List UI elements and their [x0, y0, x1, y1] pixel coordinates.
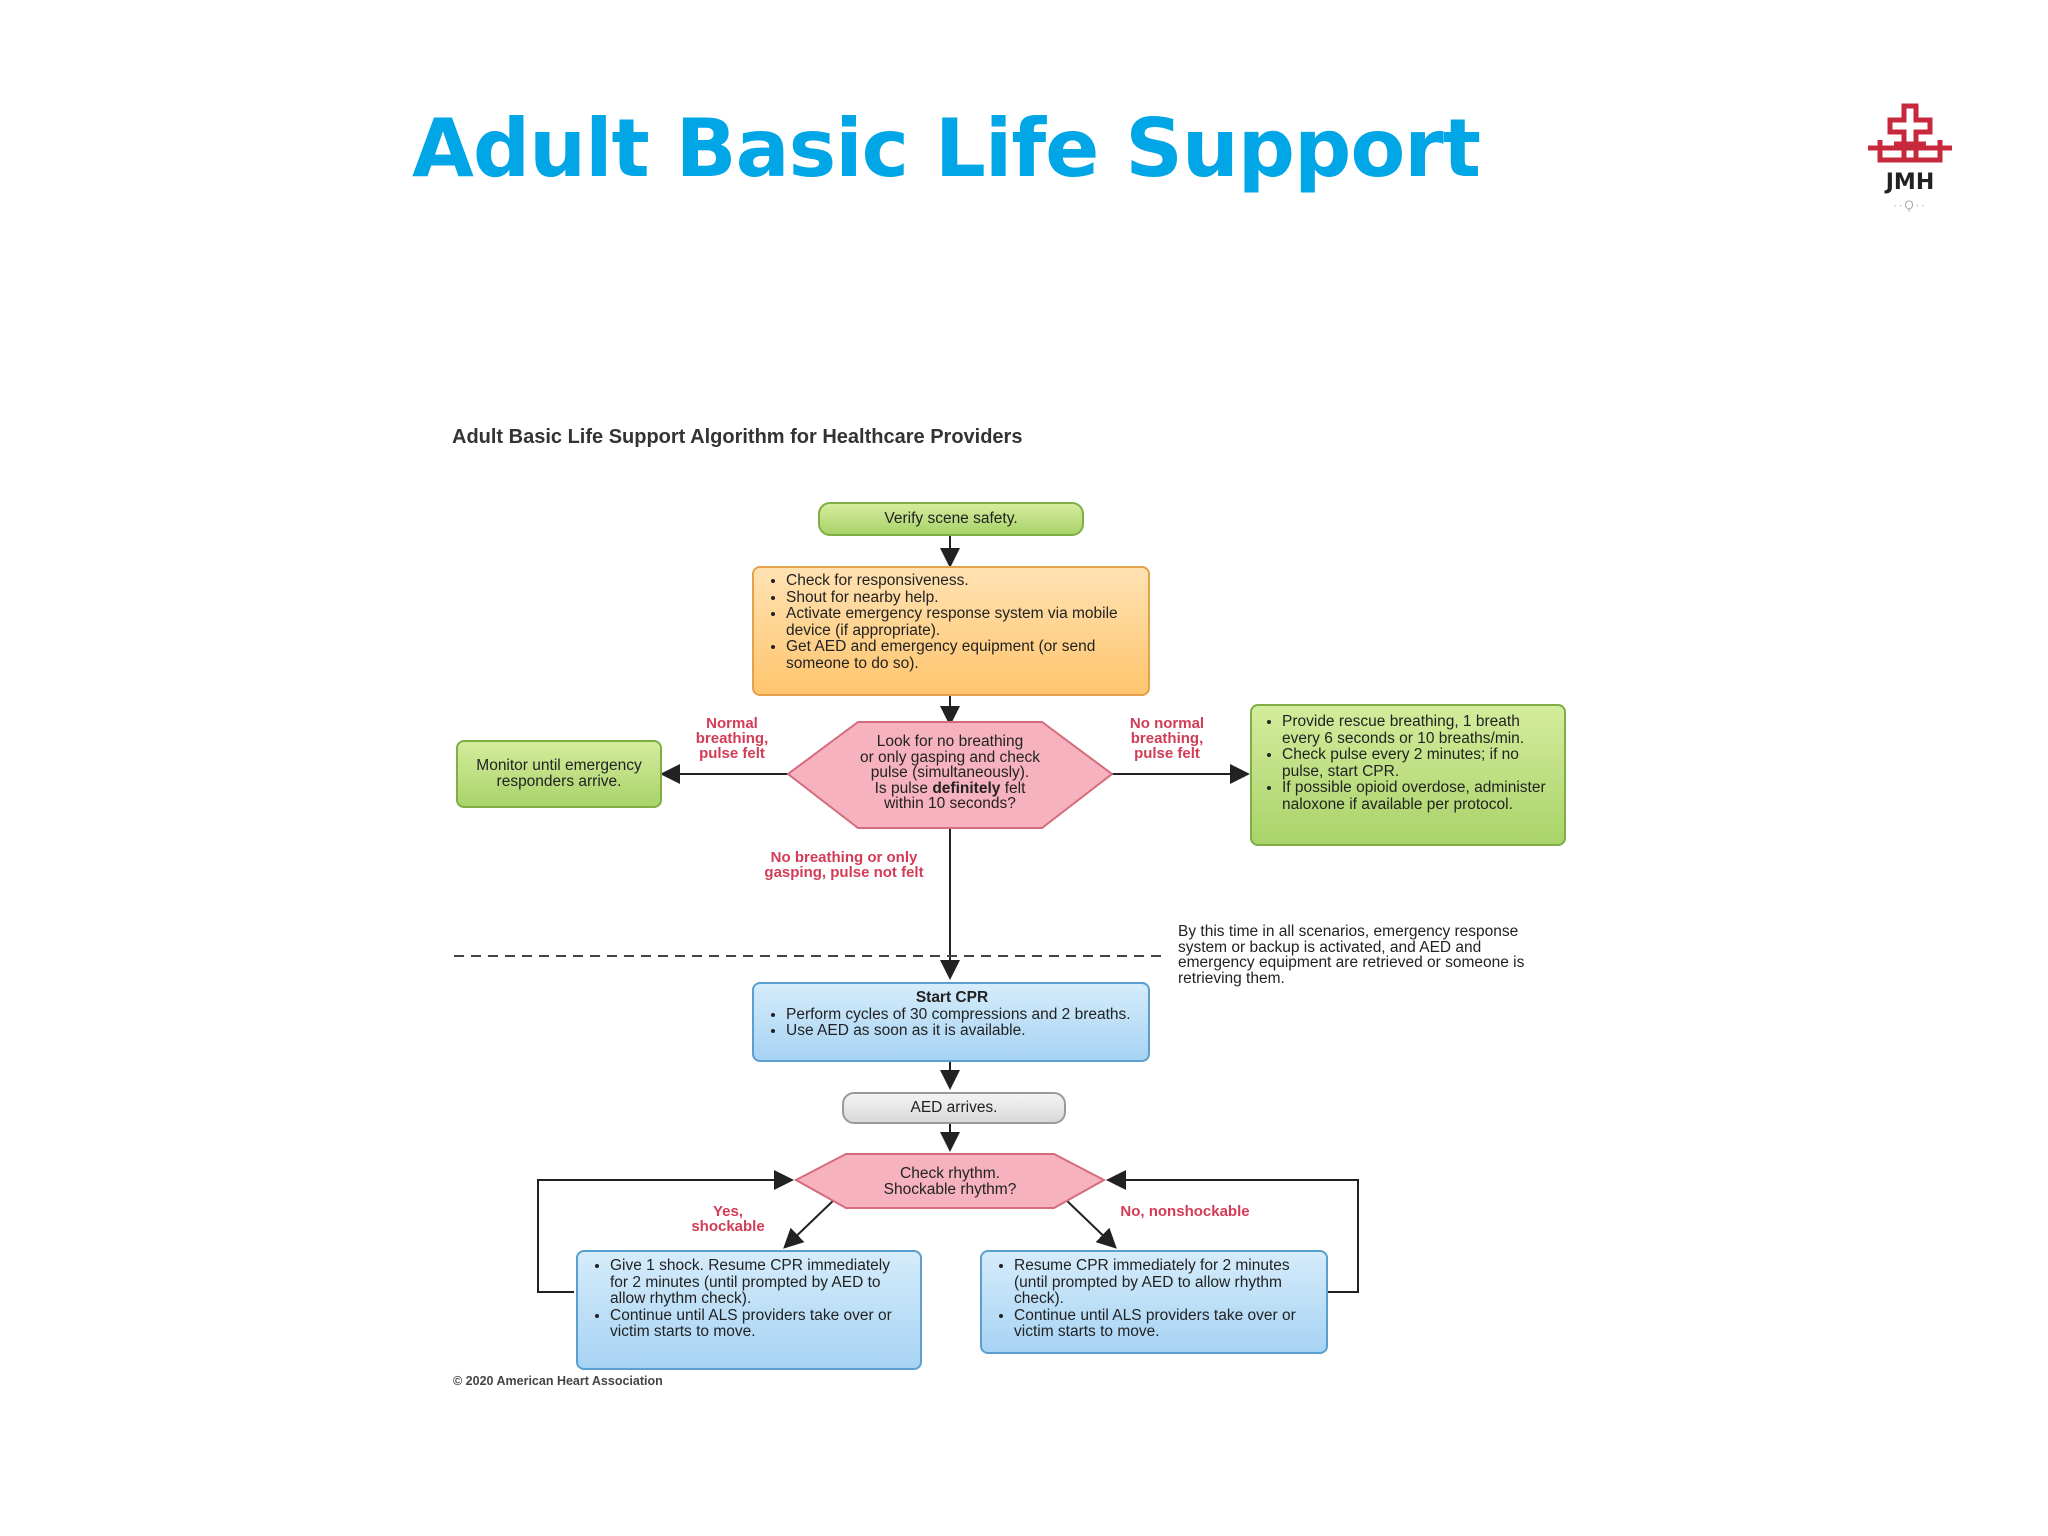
rhythm-line: Shockable rhythm? — [883, 1180, 1017, 1198]
algorithm-title: Adult Basic Life Support Algorithm for H… — [452, 426, 1023, 448]
assessment-line: Is pulse definitely felt — [874, 779, 1026, 797]
list-item: Continue until ALS providers take over o… — [1014, 1307, 1318, 1341]
label-nonshockable: No, nonshockable — [1120, 1203, 1250, 1220]
cross-icon — [1868, 103, 1952, 163]
nonshock-list: Resume CPR immediately for 2 minutes (un… — [994, 1257, 1318, 1341]
start-cpr-box: Start CPR Perform cycles of 30 compressi… — [752, 982, 1150, 1062]
rescue-breathing-box: Provide rescue breathing, 1 breath every… — [1250, 704, 1566, 846]
start-cpr-list: Perform cycles of 30 compressions and 2 … — [766, 1006, 1138, 1040]
shock-list: Give 1 shock. Resume CPR immediately for… — [590, 1257, 912, 1341]
shock-box: Give 1 shock. Resume CPR immediately for… — [576, 1250, 922, 1370]
aed-arrives-text: AED arrives. — [910, 1098, 998, 1116]
verify-scene-text: Verify scene safety. — [884, 509, 1018, 527]
list-item: If possible opioid overdose, administer … — [1282, 779, 1556, 813]
assessment-text: Look for no breathing or only gasping an… — [820, 734, 1080, 812]
label-normal-breathing: Normal breathing, pulse felt — [695, 715, 769, 762]
assessment-line: or only gasping and check — [859, 748, 1041, 766]
copyright-text: © 2020 American Heart Association — [453, 1374, 663, 1388]
check-responsiveness-box: Check for responsiveness. Shout for near… — [752, 566, 1150, 696]
list-item: Give 1 shock. Resume CPR immediately for… — [610, 1257, 912, 1308]
monitor-box: Monitor until emergency responders arriv… — [456, 740, 662, 808]
rhythm-line: Check rhythm. — [900, 1165, 1000, 1182]
rhythm-decision-shape — [793, 1153, 1107, 1209]
stethoscope-icon: ·∙Ϙ∙· — [1893, 198, 1927, 212]
list-item: Get AED and emergency equipment (or send… — [786, 638, 1138, 672]
verify-scene-box: Verify scene safety. — [818, 502, 1084, 536]
list-item: Perform cycles of 30 compressions and 2 … — [786, 1006, 1138, 1024]
slide-title: Adult Basic Life Support — [412, 102, 1481, 195]
monitor-text: Monitor until emergency responders arriv… — [476, 756, 642, 790]
list-item: Continue until ALS providers take over o… — [610, 1307, 912, 1341]
list-item: Resume CPR immediately for 2 minutes (un… — [1014, 1257, 1318, 1308]
rescue-list: Provide rescue breathing, 1 breath every… — [1262, 713, 1556, 813]
scenario-note: By this time in all scenarios, emergency… — [1178, 923, 1525, 987]
label-shockable: Yes, shockable — [691, 1203, 765, 1235]
jmh-logo: JMH ·∙Ϙ∙· — [1858, 100, 1962, 230]
assessment-line: pulse (simultaneously). — [870, 764, 1030, 781]
aed-arrives-box: AED arrives. — [842, 1092, 1066, 1124]
start-cpr-heading: Start CPR — [915, 989, 989, 1006]
nonshock-box: Resume CPR immediately for 2 minutes (un… — [980, 1250, 1328, 1354]
rhythm-text: Check rhythm. Shockable rhythm? — [840, 1166, 1060, 1197]
list-item: Provide rescue breathing, 1 breath every… — [1282, 713, 1556, 747]
label-no-normal-breathing: No normal breathing, pulse felt — [1129, 715, 1205, 762]
assessment-decision-shape — [786, 721, 1114, 829]
label-no-breathing: No breathing or only gasping, pulse not … — [764, 849, 924, 881]
list-item: Check for responsiveness. — [786, 572, 1138, 590]
assessment-line: within 10 seconds? — [884, 795, 1016, 812]
list-item: Use AED as soon as it is available. — [786, 1022, 1138, 1040]
check-list: Check for responsiveness. Shout for near… — [766, 572, 1138, 672]
list-item: Check pulse every 2 minutes; if no pulse… — [1282, 746, 1556, 780]
list-item: Activate emergency response system via m… — [786, 605, 1138, 639]
logo-text: JMH — [1885, 170, 1935, 195]
assessment-line: Look for no breathing — [876, 733, 1024, 750]
list-item: Shout for nearby help. — [786, 589, 1138, 607]
